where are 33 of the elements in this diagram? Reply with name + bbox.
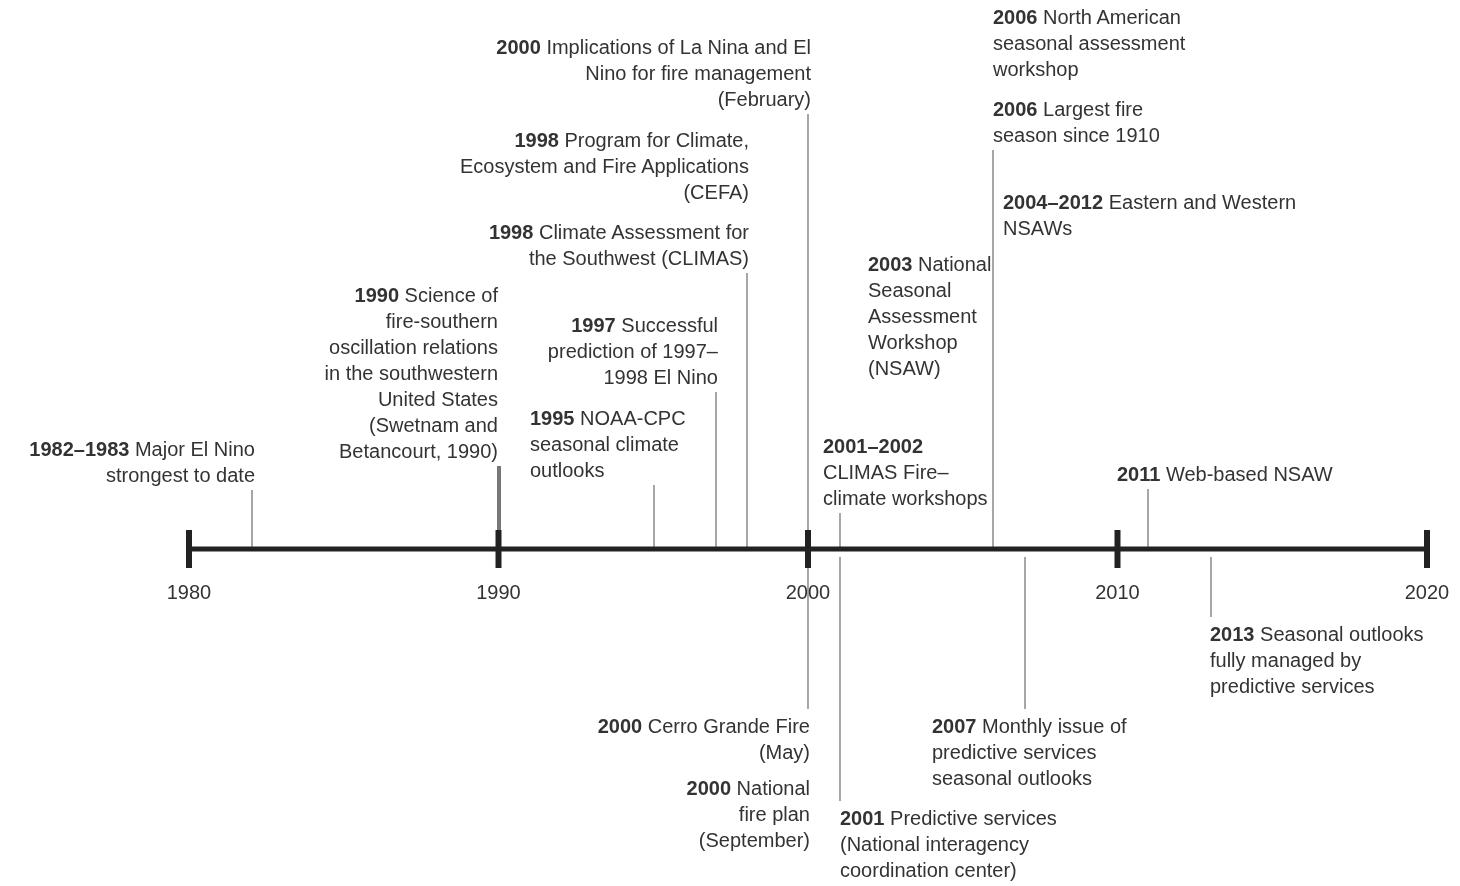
event-text: 2011 Web-based NSAW xyxy=(1117,461,1357,487)
leader-line xyxy=(839,512,841,550)
event-text: 2001–2002 CLIMAS Fire–climate workshops xyxy=(823,433,993,511)
year-label: 2010 xyxy=(1094,580,1141,605)
event-text: 2013 Seasonal outlooks fully managed by predictive services xyxy=(1210,621,1450,699)
event-text: 2007 Monthly issue of predictive services seasonal outlooks xyxy=(932,713,1142,791)
leader-line xyxy=(992,149,994,550)
leader-line xyxy=(1024,556,1026,710)
event-text: 2004–2012 Eastern and Western NSAWs xyxy=(1003,189,1348,241)
event-text: 2001 Predictive services (National interagency coordination center) xyxy=(840,805,1080,883)
event-text: 2000 Implications of La Nina and El Nino for fire management (February) xyxy=(488,34,811,112)
leader-line xyxy=(1147,488,1149,550)
event-text: 2006 Largest fire season since 1910 xyxy=(993,96,1183,148)
event-text: 2006 North American seasonal assessment workshop xyxy=(993,4,1213,82)
year-label: 2000 xyxy=(784,580,832,605)
year-label: 1990 xyxy=(475,580,522,605)
leader-line xyxy=(715,391,717,550)
event-text: 1982–1983 Major El Nino strongest to date xyxy=(5,436,255,488)
leader-line xyxy=(251,489,253,550)
event-text: 1990 Science of fire-southern oscillation relations in the southwestern United States (Swetnam and Betancourt, 1990) xyxy=(318,282,498,464)
year-label: 1980 xyxy=(165,580,213,605)
event-text: 1998 Program for Climate, Ecosystem and Fire Applications (CEFA) xyxy=(428,127,749,205)
leader-line xyxy=(1210,556,1212,618)
event-text: 2003 National Seasonal Assessment Workshop (NSAW) xyxy=(868,251,993,381)
leader-line xyxy=(839,556,841,802)
year-label: 2020 xyxy=(1403,580,1451,605)
leader-line xyxy=(653,484,655,550)
leader-line xyxy=(746,272,748,550)
event-text: 1997 Successful prediction of 1997–1998 El Nino xyxy=(528,312,718,390)
event-text: 1995 NOAA-CPC seasonal climate outlooks xyxy=(530,405,705,483)
event-text: 2000 Cerro Grande Fire (May) xyxy=(570,713,810,765)
event-text: 2000 National fire plan (September) xyxy=(660,775,810,853)
event-text: 1998 Climate Assessment for the Southwest (CLIMAS) xyxy=(468,219,749,271)
